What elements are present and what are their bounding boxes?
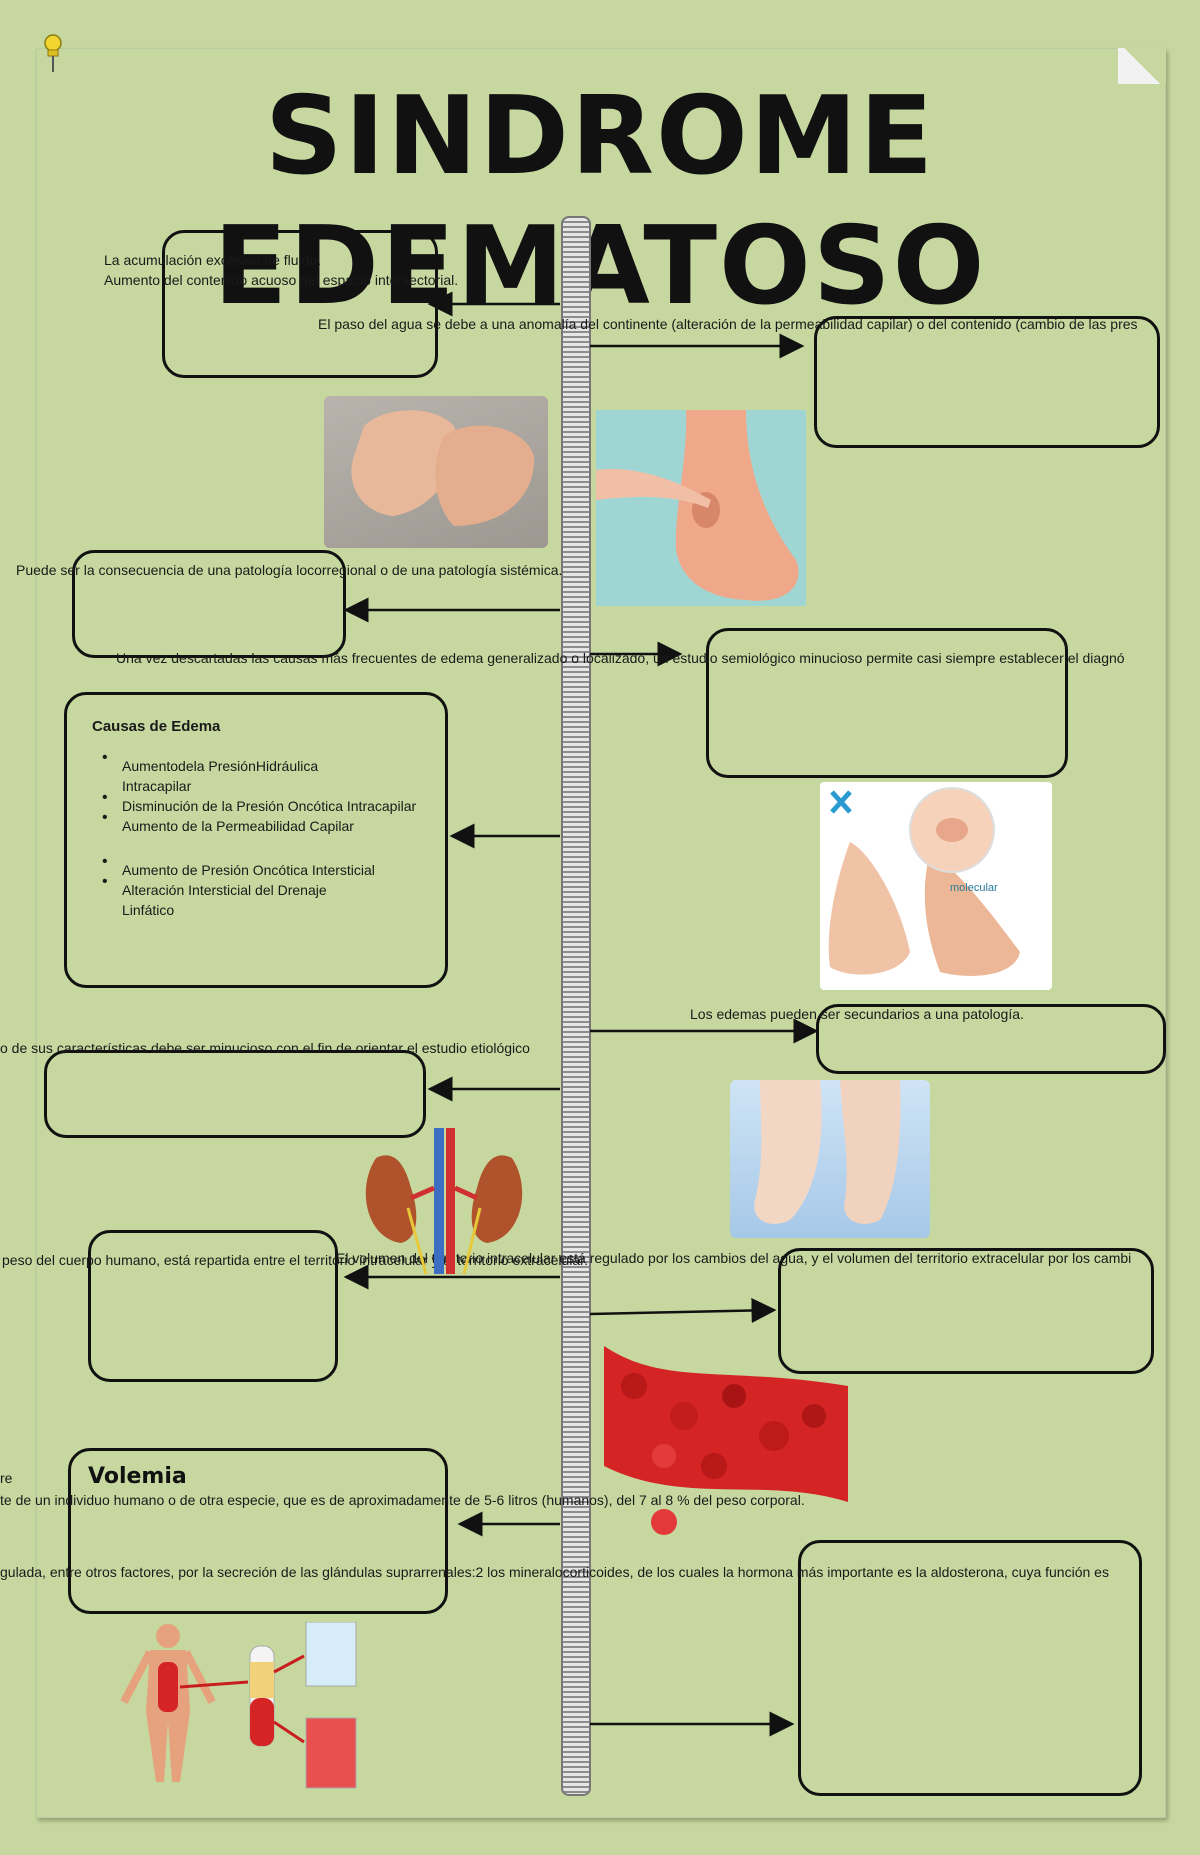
pitting-edema-illustration [596, 410, 806, 606]
text-volume-regulation: El volumen del territorio intracelular e… [336, 1250, 1132, 1266]
baby-legs-photo [730, 1080, 930, 1238]
box-secondary [816, 1004, 1166, 1074]
blood-composition-illustration [110, 1622, 400, 1792]
box-diagnosis [706, 628, 1068, 778]
box-volemia [68, 1448, 448, 1614]
box-aldosterone [798, 1540, 1142, 1796]
molecular-feet-illustration: molecular [820, 782, 1052, 990]
timeline-spine [561, 216, 591, 1796]
text-definition-2: Aumento del contenido acuoso del espacio… [104, 272, 459, 288]
swollen-feet-photo [324, 396, 548, 548]
cause-item: Aumento de Presión Oncótica Intersticial [102, 852, 382, 880]
text-origin: Puede ser la consecuencia de una patolog… [16, 562, 563, 578]
box-pathophysiology [814, 316, 1160, 448]
text-diagnosis: Una vez descartadas las causas más frecu… [116, 650, 1125, 666]
box-study [44, 1050, 426, 1138]
text-volemia-fragment: re [0, 1470, 13, 1486]
box-water-distribution [88, 1230, 338, 1382]
causes-title: Causas de Edema [92, 718, 221, 735]
blood-cells-illustration [604, 1326, 848, 1542]
text-study: o de sus características debe ser minuci… [0, 1040, 530, 1056]
box-volume-regulation [778, 1248, 1154, 1374]
text-secondary: Los edemas pueden ser secundarios a una … [690, 1006, 1024, 1022]
pushpin-icon [44, 34, 62, 72]
volemia-heading: Volemia [88, 1464, 187, 1489]
box-causes [64, 692, 448, 988]
page-curl [1118, 48, 1166, 84]
cause-item: Alteración Intersticial del Drenaje Linf… [102, 872, 382, 920]
kidney-illustration [356, 1128, 532, 1274]
text-aldosterone: gulada, entre otros factores, por la sec… [0, 1564, 1109, 1580]
text-pathophysiology: El paso del agua se debe a una anomalía … [318, 316, 1138, 332]
molecular-logo-text: molecular [950, 882, 998, 894]
box-definition [162, 230, 438, 378]
causes-list: Aumentodela PresiónHidráulica Intracapil… [102, 748, 448, 920]
text-definition-1: La acumulación excesiva de fluido. [104, 252, 322, 268]
box-origin [72, 550, 346, 658]
cause-item: Disminución de la Presión Oncótica Intra… [102, 788, 448, 816]
cause-item: Aumentodela PresiónHidráulica Intracapil… [102, 748, 352, 796]
text-volemia-definition: te de un individuo humano o de otra espe… [0, 1492, 805, 1508]
cause-item: Aumento de la Permeabilidad Capilar [102, 808, 448, 836]
page-title: SINDROME EDEMATOSO [213, 74, 987, 329]
